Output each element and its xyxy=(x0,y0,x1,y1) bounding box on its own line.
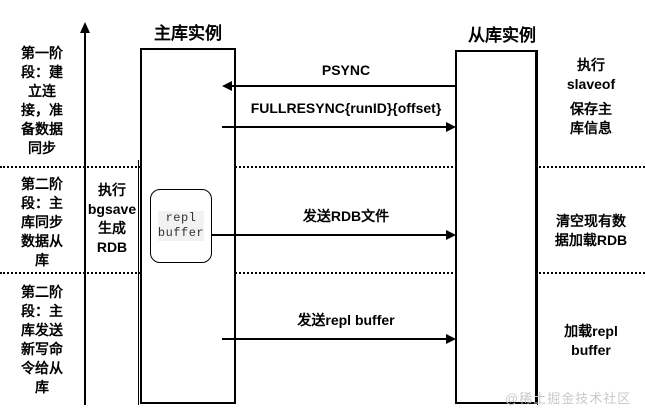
phase-1-left-line-2: 段：建 xyxy=(21,64,63,80)
message-arrowhead-send-rdb-icon xyxy=(446,230,456,240)
phase-divider-2 xyxy=(0,272,645,274)
master-phase-2-line-4: RDB xyxy=(96,239,128,255)
slave-phase-1-note-1-line-1: 执行 xyxy=(577,57,605,73)
column-separator-slave xyxy=(537,50,538,405)
message-shaft-psync xyxy=(232,85,456,87)
message-shaft-fullresync xyxy=(222,126,446,128)
message-arrowhead-send-repl-buffer-icon xyxy=(446,334,456,344)
message-label-fullresync: FULLRESYNC{runID}{offset} xyxy=(250,100,442,116)
timeline-arrow-head-icon xyxy=(80,22,90,33)
phase-1-left-line-4: 接，准 xyxy=(21,102,63,118)
message-label-send-rdb: 发送RDB文件 xyxy=(302,208,390,224)
message-label-send-repl-buffer: 发送repl buffer xyxy=(297,312,395,328)
phase-3-left-line-5: 令给从 xyxy=(21,360,63,376)
phase-1-left-line-3: 立连 xyxy=(28,83,56,99)
phase-3-left-line-1: 第二阶 xyxy=(21,284,63,300)
phase-1-left-line-6: 同步 xyxy=(28,140,56,156)
phase-3-left-line-4: 新写命 xyxy=(21,341,63,357)
phase-2-left-line-4: 数据从 xyxy=(21,233,63,249)
slave-phase-3-note: 加载repl buffer xyxy=(537,322,645,360)
phase-2-left-line-5: 库 xyxy=(35,252,49,268)
watermark-text: @稀土掘金技术社区 xyxy=(505,391,632,406)
column-separator-master xyxy=(138,160,139,405)
master-phase-2-note: 执行 bgsave 生成 RDB xyxy=(86,181,138,257)
slave-instance-title: 从库实例 xyxy=(468,26,536,45)
repl-buffer-box: repl buffer xyxy=(150,189,212,263)
repl-buffer-line-2: buffer xyxy=(157,226,205,240)
phase-3-left-line-6: 库 xyxy=(35,379,49,395)
slave-phase-2-line-1: 清空现有数 xyxy=(556,213,626,229)
message-shaft-send-rdb xyxy=(212,234,446,236)
repl-buffer-line-1: repl xyxy=(165,211,197,225)
phase-2-left-line-3: 库同步 xyxy=(21,214,63,230)
slave-phase-1-note-2-line-1: 保存主 xyxy=(570,101,612,117)
phase-1-left-line-1: 第一阶 xyxy=(21,45,63,61)
message-arrowhead-fullresync-icon xyxy=(446,122,456,132)
slave-phase-3-line-2: buffer xyxy=(571,342,611,358)
phase-3-left-line-2: 段：主 xyxy=(21,303,63,319)
message-label-psync: PSYNC xyxy=(321,62,371,78)
master-phase-2-line-2: bgsave xyxy=(87,201,137,217)
slave-phase-3-line-1: 加载repl xyxy=(564,323,618,339)
message-shaft-send-repl-buffer xyxy=(222,338,446,340)
phase-2-left-line-1: 第二阶 xyxy=(21,176,63,192)
message-arrowhead-psync-icon xyxy=(222,81,232,91)
master-instance-title: 主库实例 xyxy=(154,24,222,43)
repl-buffer-label: repl buffer xyxy=(157,211,205,241)
slave-instance-box xyxy=(455,50,537,404)
phase-2-left-label: 第二阶 段：主 库同步 数据从 库 xyxy=(6,175,78,270)
slave-phase-1-note-2: 保存主 库信息 xyxy=(541,100,641,138)
slave-phase-1-note-1-line-2: slaveof xyxy=(566,76,616,92)
phase-3-left-line-3: 库发送 xyxy=(21,322,63,338)
slave-phase-1-note-1: 执行 slaveof xyxy=(541,56,641,94)
master-phase-2-line-1: 执行 xyxy=(98,182,126,198)
master-phase-2-line-3: 生成 xyxy=(98,220,126,236)
phase-3-left-label: 第二阶 段：主 库发送 新写命 令给从 库 xyxy=(6,283,78,397)
phase-divider-1 xyxy=(0,166,645,168)
timeline-arrow-shaft xyxy=(84,32,86,405)
slave-phase-2-line-2: 据加载RDB xyxy=(554,232,628,248)
phase-1-left-line-5: 备数据 xyxy=(21,121,63,137)
phase-2-left-line-2: 段：主 xyxy=(21,195,63,211)
slave-phase-1-note-2-line-2: 库信息 xyxy=(570,120,612,136)
phase-1-left-label: 第一阶 段：建 立连 接，准 备数据 同步 xyxy=(6,44,78,158)
slave-phase-2-note: 清空现有数 据加载RDB xyxy=(537,212,645,250)
